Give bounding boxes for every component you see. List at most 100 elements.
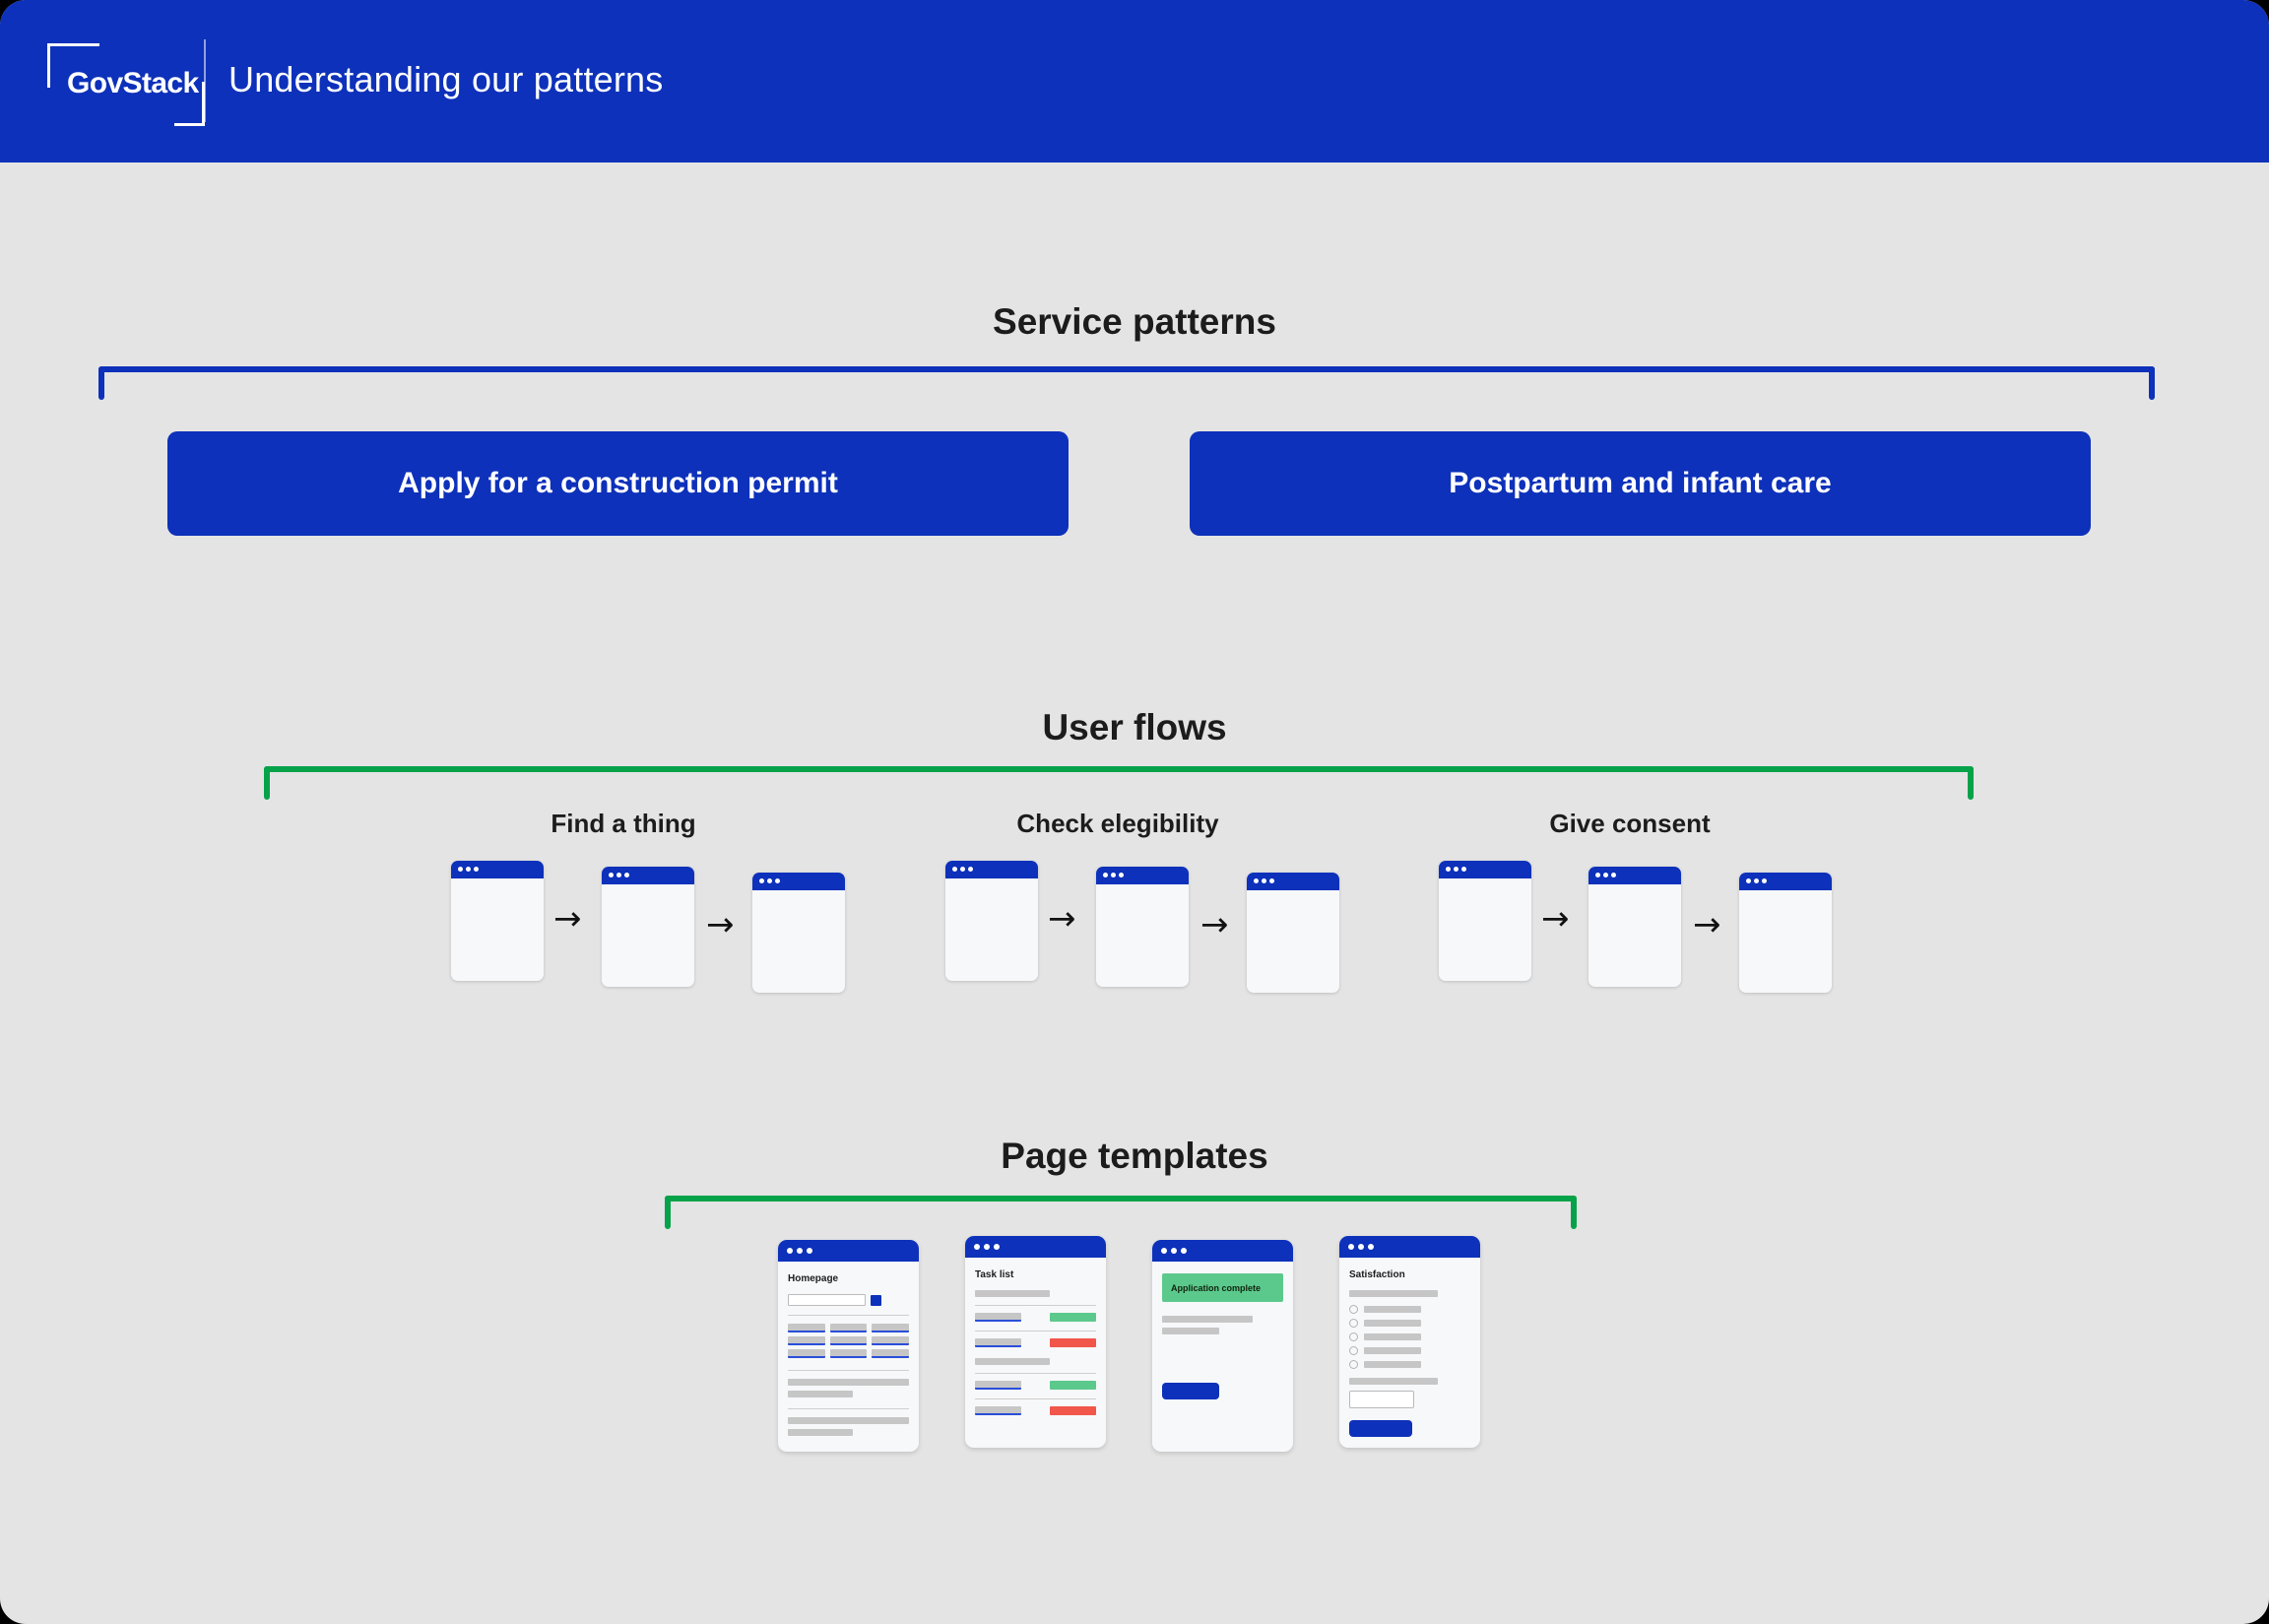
service-pattern-button-label: Apply for a construction permit: [398, 467, 838, 499]
search-input[interactable]: [788, 1294, 866, 1306]
radio-option[interactable]: [1349, 1319, 1470, 1328]
bracket-leg-right: [2149, 366, 2155, 400]
content-bar: [788, 1391, 854, 1397]
radio-label-bar: [1364, 1333, 1421, 1340]
flow-step-card[interactable]: [1247, 873, 1339, 993]
bracket-leg-right: [1571, 1196, 1577, 1229]
service-pattern-button-label: Postpartum and infant care: [1449, 467, 1832, 499]
grid-link[interactable]: [872, 1336, 909, 1345]
card-titlebar: [778, 1240, 919, 1262]
task-row: [975, 1338, 1096, 1347]
flow-label-check-elegibility: Check elegibility: [1016, 809, 1219, 838]
radio-circle-icon: [1349, 1360, 1358, 1369]
window-dots-icon: [974, 1244, 1000, 1250]
page-template-card-satisfaction[interactable]: Satisfaction: [1339, 1236, 1480, 1448]
header-divider: [204, 39, 206, 122]
section-title-user-flows: User flows: [1042, 707, 1227, 747]
grid-link[interactable]: [829, 1324, 868, 1332]
task-link[interactable]: [975, 1406, 1021, 1415]
success-banner: Application complete: [1162, 1273, 1283, 1302]
window-dots-icon: [609, 873, 629, 877]
grid-link[interactable]: [788, 1349, 825, 1358]
primary-button[interactable]: [1162, 1383, 1219, 1399]
task-link[interactable]: [975, 1381, 1021, 1390]
radio-option[interactable]: [1349, 1346, 1470, 1355]
flow-arrow-icon: →: [706, 905, 735, 944]
flow-step-card[interactable]: [451, 861, 544, 981]
radio-option[interactable]: [1349, 1360, 1470, 1369]
task-row: [975, 1381, 1096, 1390]
radio-circle-icon: [1349, 1346, 1358, 1355]
content-bar: [788, 1379, 909, 1386]
search-row: [788, 1294, 909, 1306]
radio-option[interactable]: [1349, 1332, 1470, 1341]
flow-step-card[interactable]: [1096, 867, 1189, 987]
flow-step-card[interactable]: [1739, 873, 1832, 993]
content-bar: [788, 1417, 909, 1424]
flow-label-find-a-thing: Find a thing: [551, 809, 696, 838]
logo-text: GovStack: [67, 67, 199, 99]
search-submit-button[interactable]: [871, 1294, 881, 1306]
content-bar: [788, 1429, 854, 1436]
govstack-logo[interactable]: GovStack: [47, 43, 205, 126]
section-label-bar: [975, 1358, 1051, 1365]
grid-link[interactable]: [872, 1324, 909, 1332]
section-title-service-patterns: Service patterns: [993, 301, 1276, 342]
status-badge: [1050, 1313, 1096, 1322]
card-titlebar: [965, 1236, 1106, 1258]
flow-step-card[interactable]: [602, 867, 694, 987]
radio-circle-icon: [1349, 1332, 1358, 1341]
link-grid: [788, 1324, 909, 1358]
service-pattern-button-construction-permit[interactable]: Apply for a construction permit: [167, 431, 1069, 536]
template-heading: Homepage: [788, 1273, 839, 1284]
status-badge: [1050, 1381, 1096, 1390]
service-pattern-button-postpartum-care[interactable]: Postpartum and infant care: [1190, 431, 2091, 536]
window-dots-icon: [759, 878, 780, 883]
card-titlebar: [1152, 1240, 1293, 1262]
divider: [788, 1408, 909, 1409]
divider: [975, 1398, 1096, 1399]
divider: [975, 1373, 1096, 1374]
logo-corner-top-left-icon: [47, 43, 99, 88]
window-dots-icon: [1254, 878, 1274, 883]
card-body: Application complete: [1152, 1262, 1293, 1452]
grid-link[interactable]: [788, 1336, 825, 1345]
user-flows-bracket: [264, 766, 1974, 800]
card-body: Satisfaction: [1339, 1258, 1480, 1448]
radio-circle-icon: [1349, 1319, 1358, 1328]
divider: [788, 1370, 909, 1371]
task-link[interactable]: [975, 1313, 1021, 1322]
grid-link[interactable]: [872, 1349, 909, 1358]
task-link[interactable]: [975, 1338, 1021, 1347]
comment-input[interactable]: [1349, 1391, 1414, 1408]
divider: [975, 1331, 1096, 1332]
bracket-bar: [264, 766, 1974, 772]
card-body: Homepage: [778, 1262, 919, 1452]
card-titlebar: [1439, 861, 1531, 878]
status-badge: [1050, 1338, 1096, 1347]
flow-step-card[interactable]: [945, 861, 1038, 981]
logo-corner-bottom-right-icon: [174, 82, 205, 126]
window-dots-icon: [1103, 873, 1124, 877]
bracket-leg-left: [665, 1196, 671, 1229]
radio-option[interactable]: [1349, 1305, 1470, 1314]
grid-link[interactable]: [788, 1324, 825, 1332]
task-row: [975, 1313, 1096, 1322]
card-titlebar: [451, 861, 544, 878]
page-template-card-task-list[interactable]: Task list: [965, 1236, 1106, 1448]
radio-label-bar: [1364, 1306, 1421, 1313]
grid-link[interactable]: [829, 1336, 868, 1345]
flow-arrow-icon: →: [1693, 905, 1721, 944]
template-heading: Satisfaction: [1349, 1269, 1405, 1280]
window-dots-icon: [952, 867, 973, 872]
flow-step-card[interactable]: [752, 873, 845, 993]
card-titlebar: [1096, 867, 1189, 884]
flow-arrow-icon: →: [1541, 899, 1570, 939]
flow-step-card[interactable]: [1439, 861, 1531, 981]
submit-button[interactable]: [1349, 1420, 1412, 1437]
page-template-card-application-complete[interactable]: Application complete: [1152, 1240, 1293, 1452]
divider: [975, 1305, 1096, 1306]
flow-step-card[interactable]: [1588, 867, 1681, 987]
page-template-card-homepage[interactable]: Homepage: [778, 1240, 919, 1452]
grid-link[interactable]: [829, 1349, 868, 1358]
